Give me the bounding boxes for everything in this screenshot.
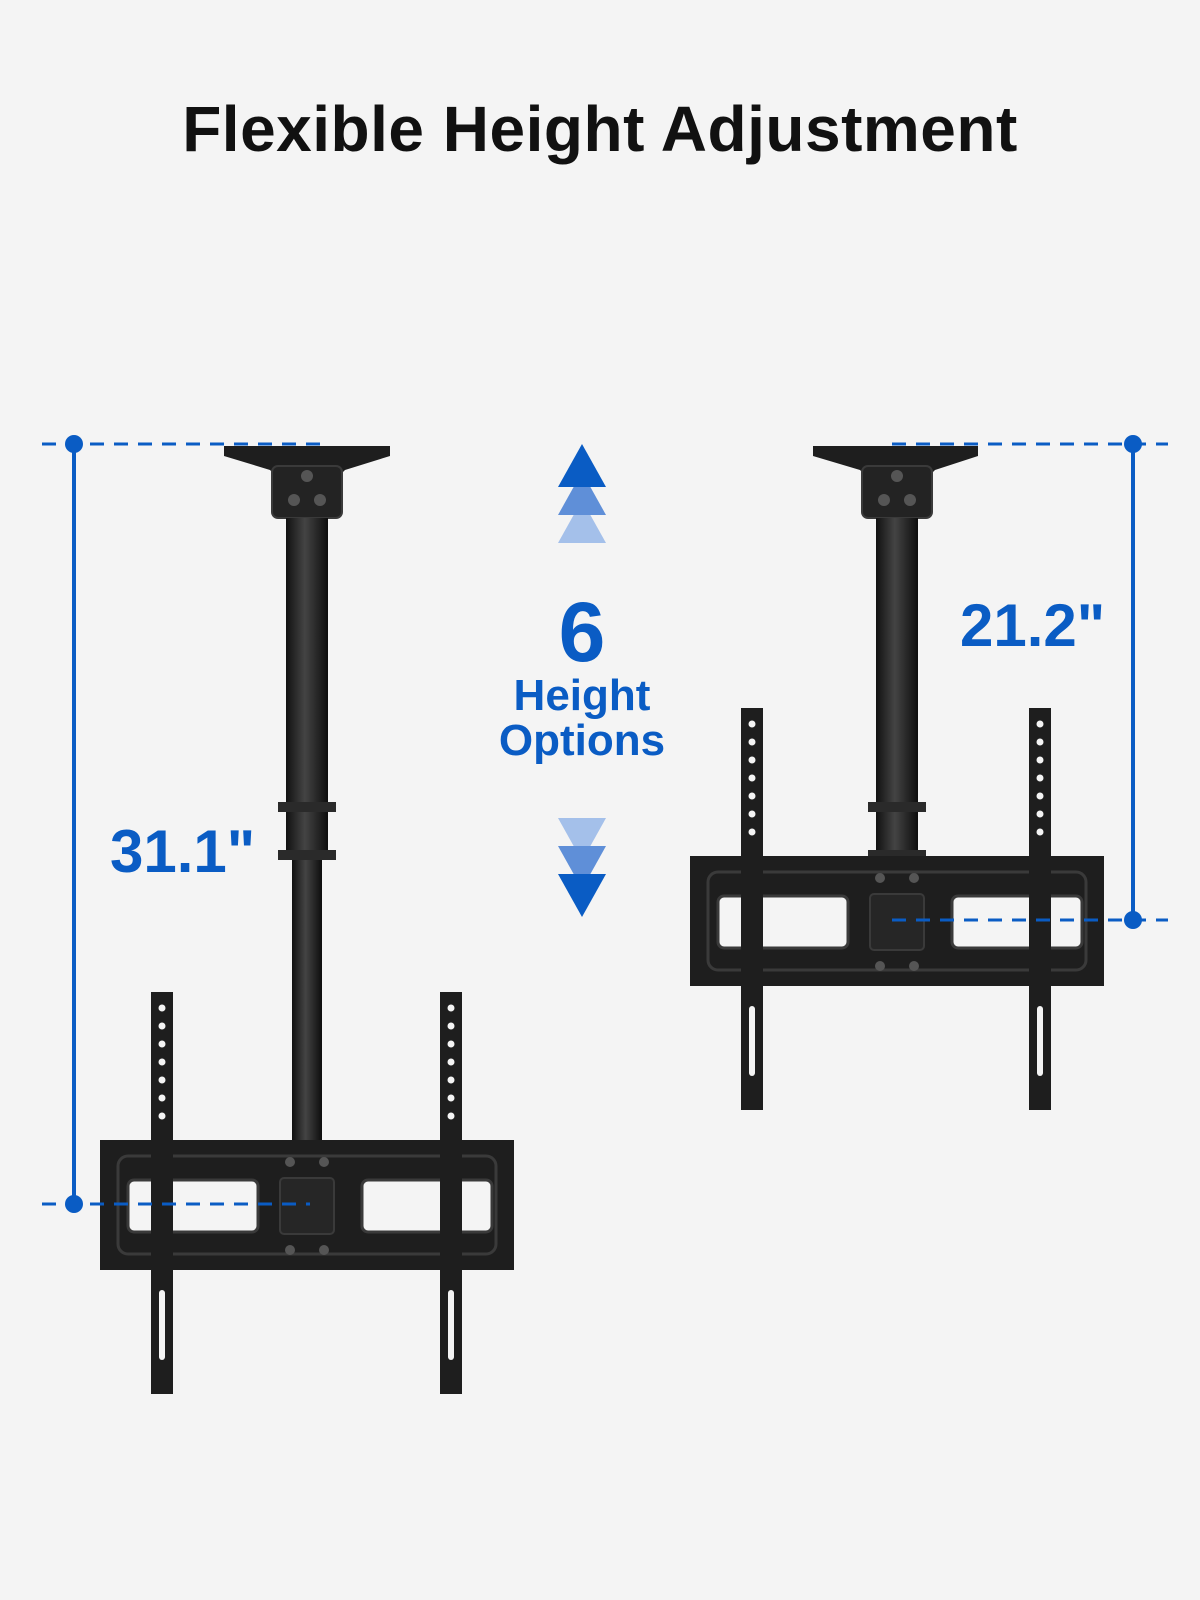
page-title: Flexible Height Adjustment (182, 93, 1018, 165)
right-ceiling-plate (813, 446, 978, 480)
right-rail-right (1029, 708, 1051, 1110)
height-options-count: 6 (558, 585, 606, 679)
left-height-label: 31.1" (110, 818, 256, 885)
arrow-down-triple-icon (558, 818, 606, 917)
right-rail-left (741, 708, 763, 1110)
left-upper-pole (286, 518, 328, 858)
left-lower-pole (292, 860, 322, 1140)
left-rail-right (440, 992, 462, 1394)
left-rail-left (151, 992, 173, 1394)
arrow-up-triple-icon (558, 444, 606, 543)
right-dimension-line (892, 435, 1168, 929)
height-options-line1: Height (513, 671, 651, 720)
right-pole (876, 518, 918, 858)
left-mount (100, 446, 514, 1394)
left-ceiling-plate (224, 446, 390, 480)
height-options-block: 6 Height Options (470, 590, 694, 764)
right-mount (690, 446, 1104, 1110)
height-options-line2: Options (498, 715, 666, 765)
right-height-label: 21.2" (960, 592, 1106, 659)
left-dimension-line (42, 435, 330, 1213)
